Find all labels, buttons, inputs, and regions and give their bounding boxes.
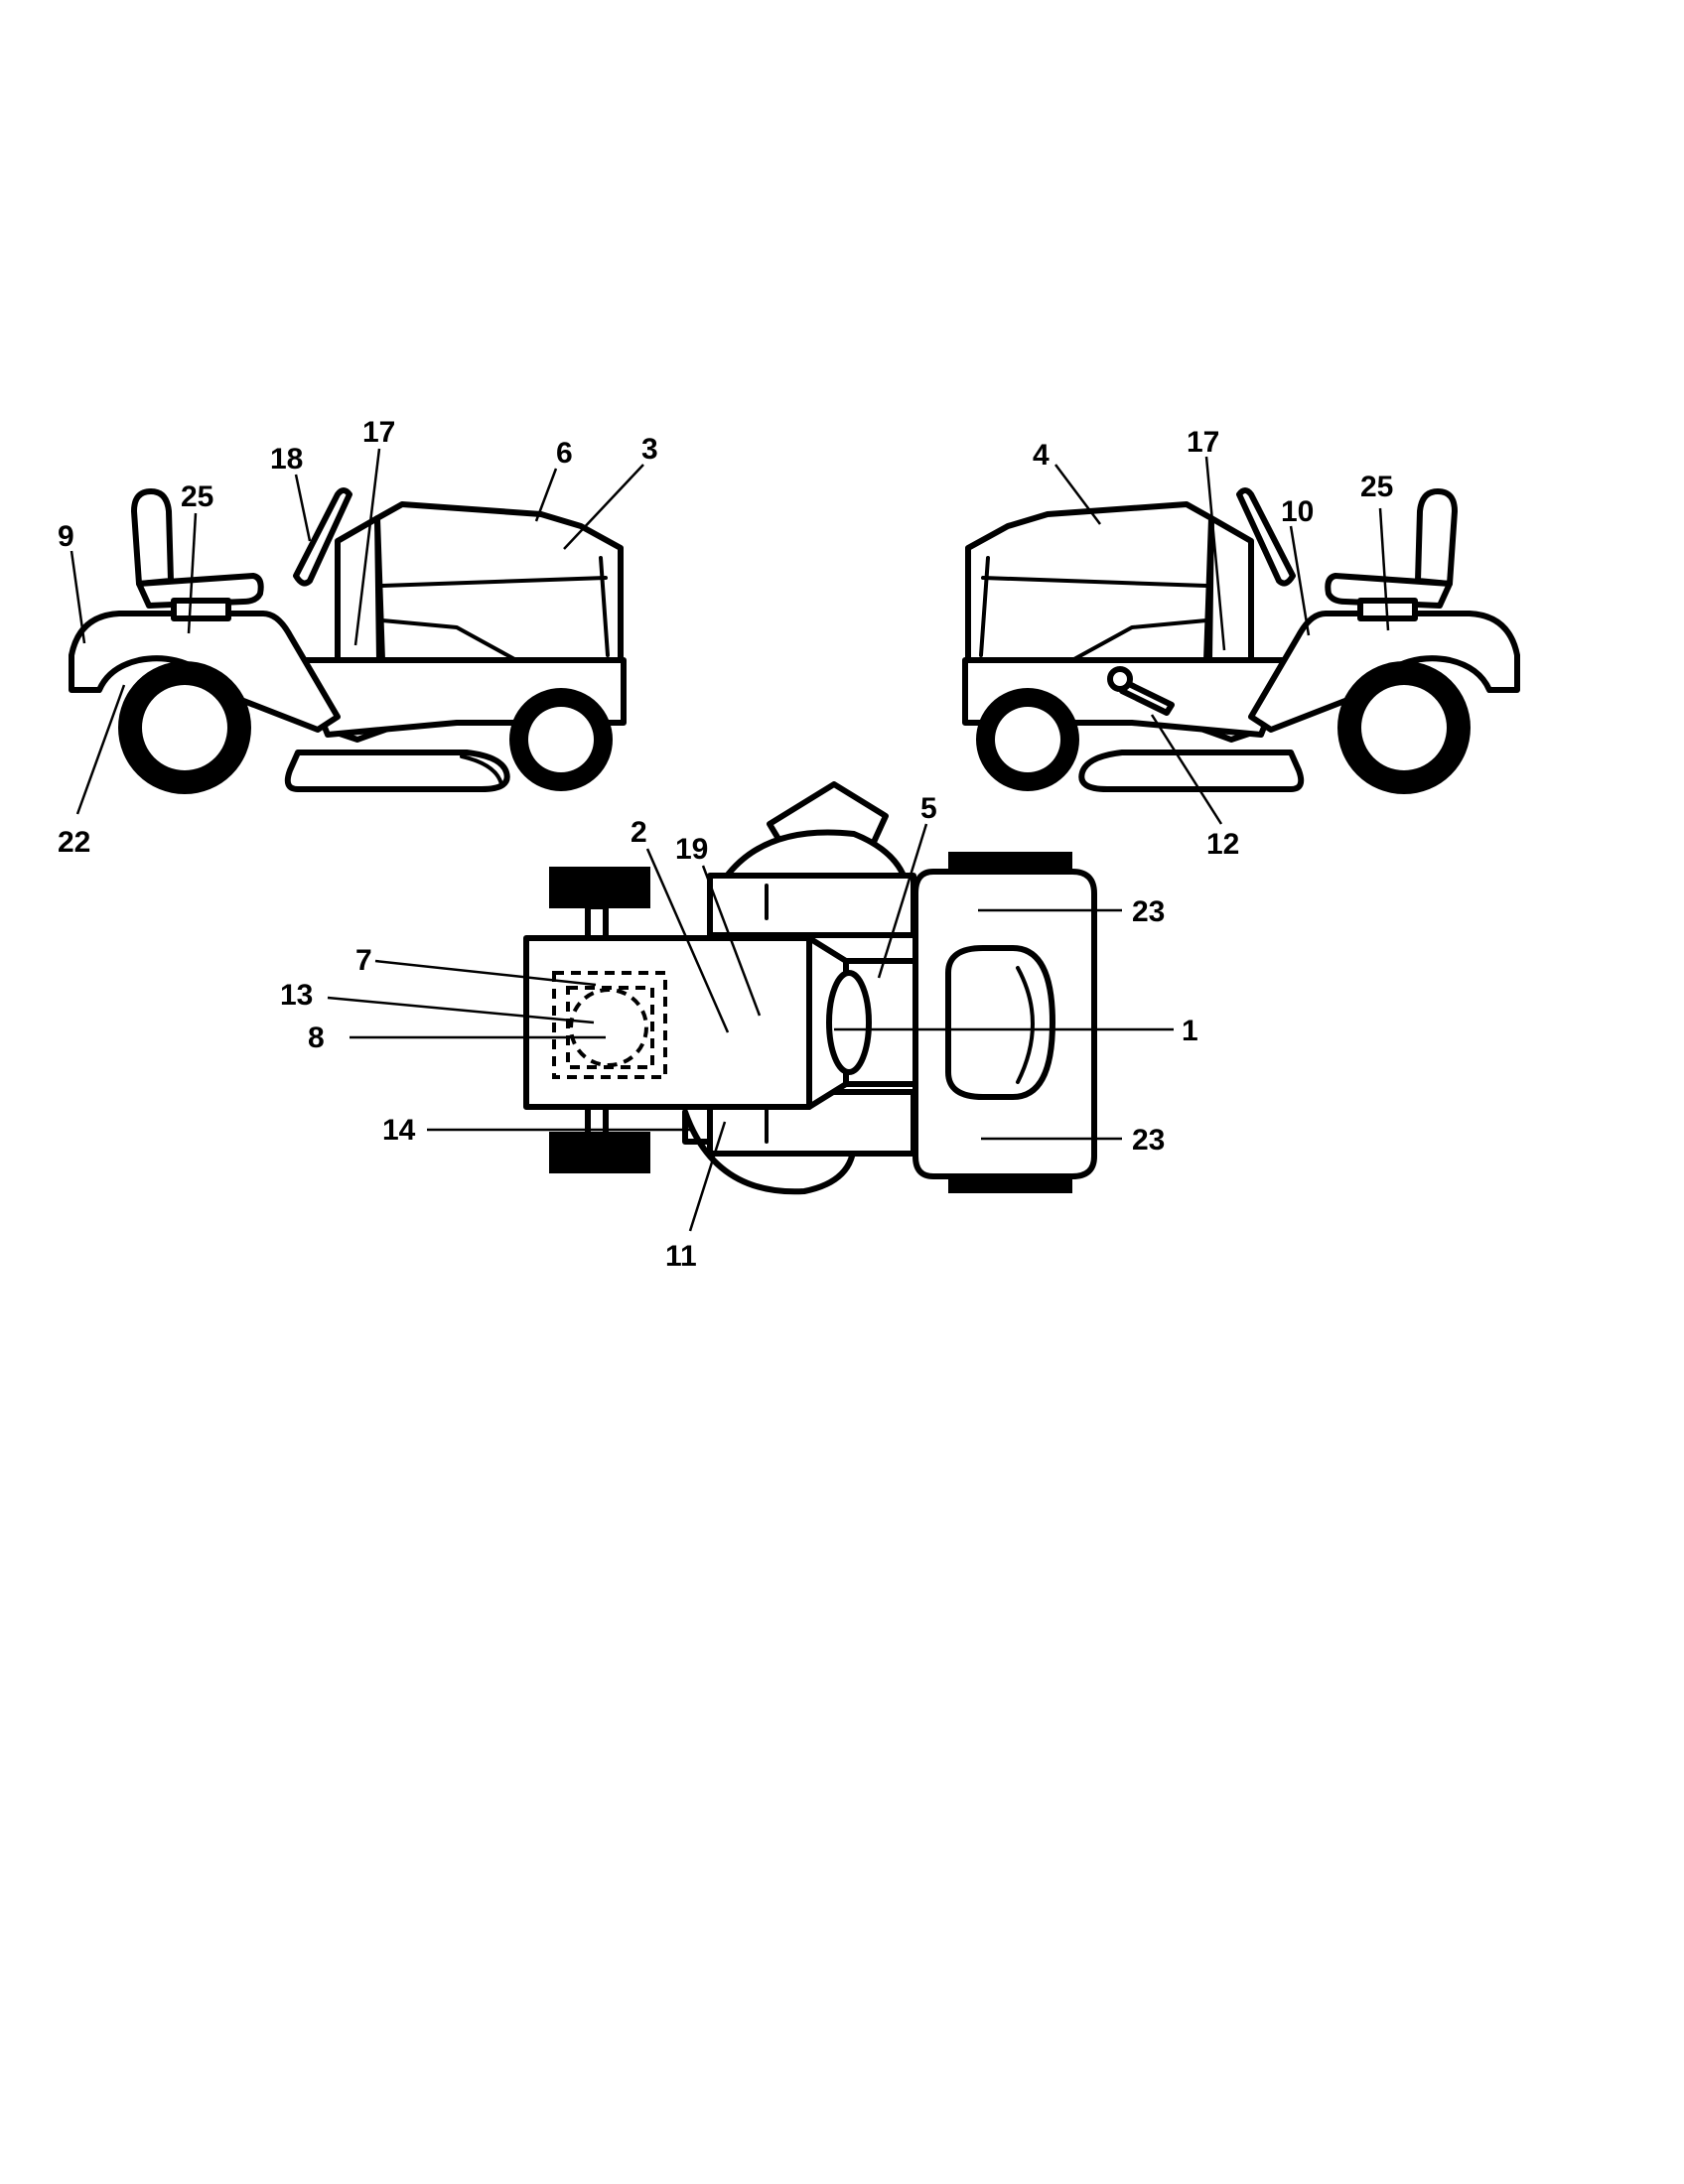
callout-17-left: 17	[362, 416, 395, 449]
leader-4	[1054, 464, 1101, 525]
leader-22	[75, 684, 126, 815]
top-seat	[945, 945, 1055, 1100]
leader-13	[327, 996, 595, 1024]
callout-12: 12	[1206, 828, 1239, 861]
callout-9: 9	[58, 520, 74, 553]
callout-13: 13	[280, 979, 313, 1012]
callout-6: 6	[556, 437, 573, 470]
right-seat-cushion	[1325, 573, 1453, 609]
callout-17-right: 17	[1187, 426, 1219, 459]
leader-2	[645, 848, 730, 1033]
left-deck-chute	[460, 754, 503, 786]
right-mower-deck	[1078, 750, 1305, 792]
callout-7: 7	[355, 944, 372, 977]
top-steering-wheel	[826, 970, 872, 1075]
callout-1: 1	[1182, 1015, 1198, 1047]
leader-25-left	[187, 512, 198, 634]
left-hood-line	[380, 576, 608, 588]
top-engine-cap	[569, 988, 648, 1067]
leader-11	[688, 1121, 727, 1232]
top-view-mower	[523, 781, 1097, 1195]
right-side-panel-line	[1070, 618, 1208, 662]
callout-5: 5	[920, 792, 937, 825]
left-front-hub	[528, 707, 594, 772]
left-dash-tower	[335, 515, 382, 663]
leader-12	[1150, 714, 1223, 825]
top-engine-outline	[552, 971, 667, 1079]
leader-17-left	[353, 448, 381, 646]
leader-5	[877, 823, 928, 979]
right-hood-line	[981, 576, 1208, 588]
right-seat-back	[1415, 488, 1458, 587]
top-fender-upper	[707, 873, 916, 938]
callout-14: 14	[382, 1114, 416, 1147]
callout-2: 2	[631, 816, 647, 849]
left-steering-wheel	[293, 487, 352, 587]
leader-lines	[70, 448, 1390, 1232]
left-side-panel-line	[380, 618, 518, 662]
left-seat-post	[171, 598, 231, 621]
leader-10	[1289, 525, 1311, 636]
leader-18	[294, 474, 312, 542]
leader-9	[70, 550, 86, 644]
callout-25-right: 25	[1360, 471, 1393, 503]
leader-6	[534, 468, 558, 522]
leader-3	[563, 464, 644, 550]
callout-4: 4	[1033, 439, 1050, 472]
callout-23-top: 23	[1132, 895, 1165, 928]
top-front-tire-upper	[549, 867, 650, 908]
right-lift-lever	[1107, 666, 1175, 716]
top-seat-back	[1016, 966, 1035, 1084]
callout-19: 19	[675, 833, 708, 866]
leader-19	[701, 865, 762, 1017]
right-grille-line	[979, 556, 990, 657]
callout-10: 10	[1281, 495, 1314, 528]
right-dash-tower	[1206, 515, 1254, 663]
callout-23-bottom: 23	[1132, 1124, 1165, 1157]
right-side-view-mower	[962, 487, 1520, 794]
right-front-hub	[995, 707, 1060, 772]
left-side-view-mower	[69, 487, 627, 794]
callout-25-left: 25	[181, 480, 213, 513]
top-front-tire-lower	[549, 1132, 650, 1173]
left-seat-cushion	[136, 573, 264, 609]
callout-labels: 1 2 3 4 5 6 7 8 9 10 11 12 13 14 17 17 1…	[58, 416, 1393, 1273]
leader-17-right	[1204, 456, 1226, 651]
callout-11: 11	[665, 1240, 697, 1273]
leader-7	[374, 959, 597, 987]
right-rear-hub	[1361, 685, 1447, 770]
leader-25-right	[1378, 507, 1390, 631]
callout-22: 22	[58, 826, 90, 859]
left-seat-back	[131, 488, 174, 587]
left-grille-line	[599, 556, 610, 657]
left-rear-hub	[142, 685, 227, 770]
callout-18: 18	[270, 443, 303, 476]
callout-3: 3	[641, 433, 658, 466]
right-steering-wheel	[1236, 487, 1296, 587]
callout-8: 8	[308, 1022, 325, 1054]
